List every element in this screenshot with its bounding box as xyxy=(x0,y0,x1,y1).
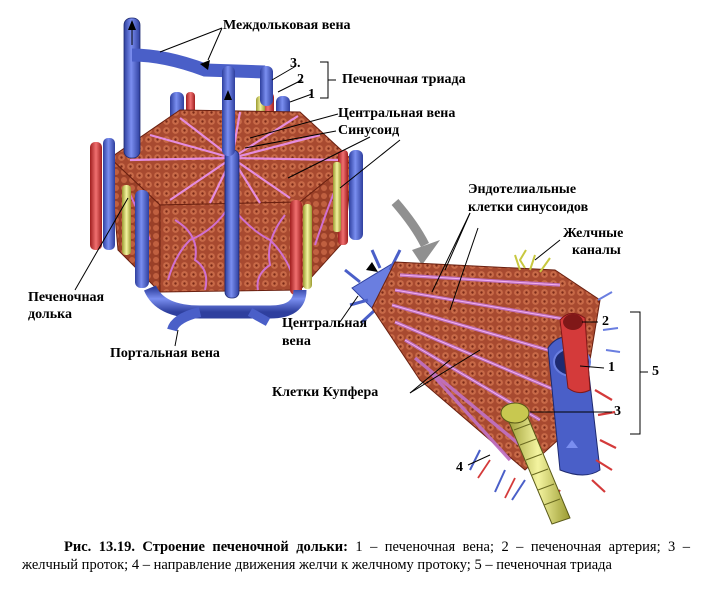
label-endothelial-line2: клетки синусоидов xyxy=(468,200,589,215)
label-hepatic-lobule-line1: Печеночная xyxy=(28,290,105,305)
figure-caption: Рис. 13.19. Строение печеночной дольки: … xyxy=(22,538,690,574)
diagram-svg xyxy=(74,17,648,525)
label-central-vein-right-line1: Центральная xyxy=(282,316,368,331)
label-central-vein-right-line2: вена xyxy=(282,334,311,349)
interlobular-vein xyxy=(123,17,273,159)
label-number-4: 4 xyxy=(456,460,463,475)
hepatic-lobule-block xyxy=(90,92,363,332)
caption-lead: Рис. 13.19. Строение печеночной дольки: xyxy=(64,539,348,555)
label-number-2-top: 2 xyxy=(297,72,304,87)
zoom-arrow xyxy=(391,199,440,265)
caption-text: 1 – печеночная вена; 2 – печеночная арте… xyxy=(22,539,691,573)
label-bile-canals-line1: Желчные xyxy=(563,226,624,241)
liver-lobule-illustration: Междольковая вена 3. 2 1 Печеночная триа… xyxy=(28,17,659,525)
label-number-1-right: 1 xyxy=(608,360,615,375)
label-number-3-right: 3 xyxy=(614,404,621,419)
label-portal-vein: Портальная вена xyxy=(110,346,220,361)
magnified-lobule-section xyxy=(344,249,621,525)
label-number-3-top: 3. xyxy=(290,56,301,71)
label-bile-canals-line2: каналы xyxy=(572,243,621,258)
label-hepatic-triad: Печеночная триада xyxy=(342,72,466,87)
label-central-vein-top: Центральная вена xyxy=(338,106,456,121)
label-number-2-right: 2 xyxy=(602,314,609,329)
label-sinusoid: Синусоид xyxy=(338,123,400,138)
label-kupffer-cells: Клетки Купфера xyxy=(272,385,379,400)
label-endothelial-line1: Эндотелиальные xyxy=(468,182,577,197)
leader-lines xyxy=(74,27,648,466)
label-number-5: 5 xyxy=(652,364,659,379)
label-hepatic-lobule-line2: долька xyxy=(28,307,73,322)
label-number-1-top: 1 xyxy=(308,87,315,102)
label-interlobular-vein: Междольковая вена xyxy=(223,18,351,33)
corner-triads xyxy=(90,138,363,295)
